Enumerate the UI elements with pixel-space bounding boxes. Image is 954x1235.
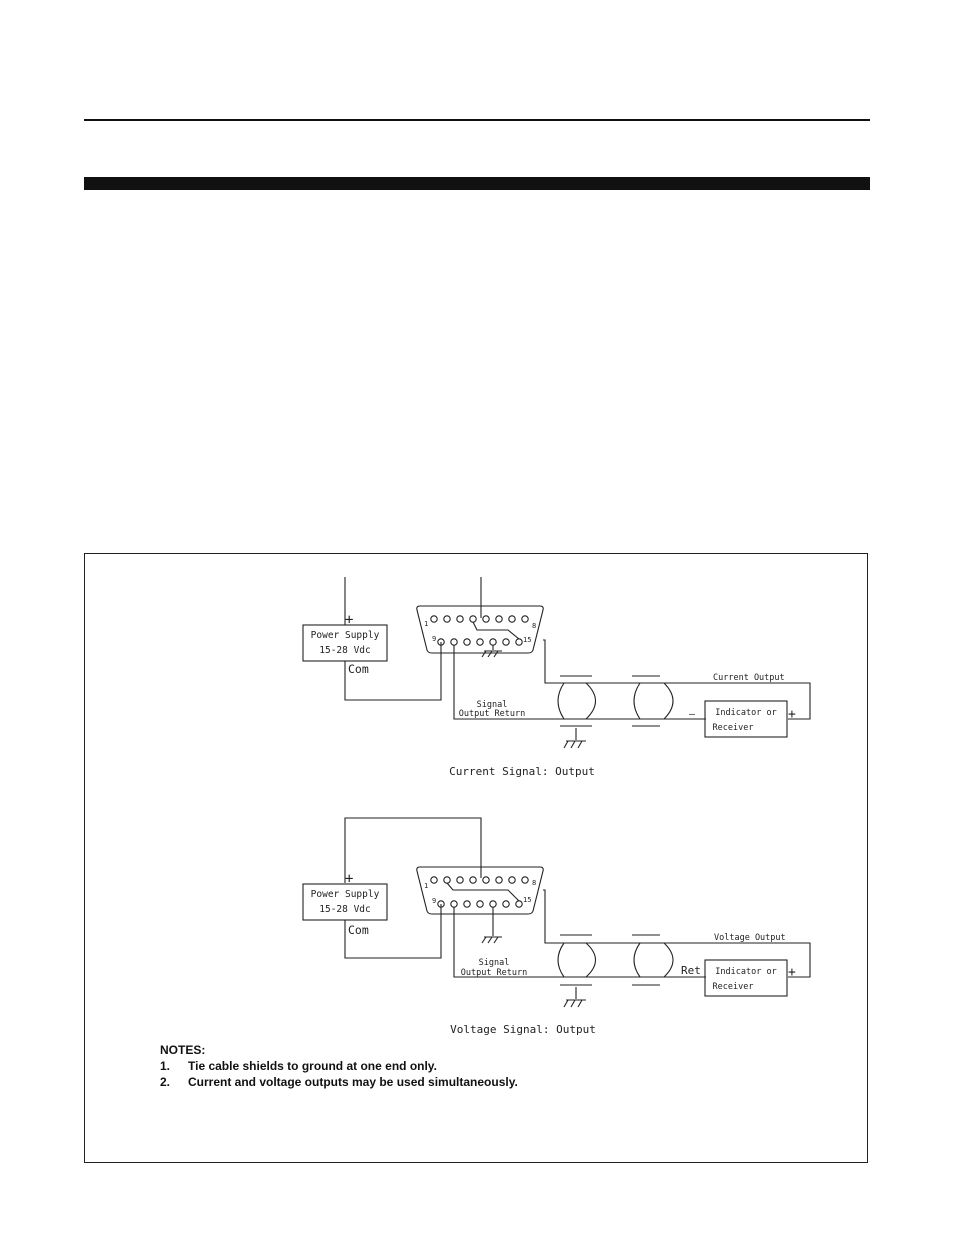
indicator-plus-voltage: + (788, 965, 796, 980)
indicator-plus-current: + (788, 707, 796, 722)
connector-pins-bottom-voltage (437, 900, 523, 908)
notes-heading: NOTES: (160, 1043, 206, 1057)
cable-shield-voltage (557, 934, 674, 986)
header-rule-thin (84, 119, 870, 121)
pin-label-9-current: 9 (432, 635, 436, 643)
indicator-label-line2-current: Receiver (713, 723, 754, 733)
output-label-voltage: Voltage Output (714, 933, 786, 943)
indicator-label-line1-voltage: Indicator or (715, 967, 776, 977)
connector-pins-top-voltage (430, 876, 529, 884)
pin-label-9-voltage: 9 (432, 897, 436, 905)
supply-label-line1-current: Power Supply (311, 630, 380, 641)
caption-voltage: Voltage Signal: Output (450, 1023, 596, 1036)
connector-ground-symbol-voltage (481, 907, 502, 944)
connector-pins-bottom-current (437, 638, 523, 646)
current-diagram (302, 577, 811, 749)
figure-frame (84, 553, 868, 1163)
pin-label-8-voltage: 8 (532, 879, 536, 887)
note-number: 1. (160, 1059, 171, 1073)
shield-ground-symbol-current (563, 728, 586, 749)
connector-shell-current (416, 605, 544, 654)
pin-label-15-current: 15 (523, 636, 531, 644)
note-number: 2. (160, 1075, 171, 1089)
supply-label-line2-voltage: 15-28 Vdc (319, 904, 370, 915)
pin-label-8-current: 8 (532, 622, 536, 630)
supply-plus-voltage: + (345, 871, 353, 887)
connector-shell-voltage (416, 866, 544, 915)
return-label-line1-current: Signal (477, 700, 508, 710)
pin-label-1-voltage: 1 (424, 882, 428, 890)
return-label-line2-voltage: Output Return (461, 968, 528, 978)
voltage-diagram (302, 817, 811, 1008)
pin-label-1-current: 1 (424, 620, 428, 628)
indicator-minus-current: — (689, 709, 696, 720)
supply-label-line2-current: 15-28 Vdc (319, 645, 370, 656)
indicator-label-line2-voltage: Receiver (713, 982, 754, 992)
note-text: Tie cable shields to ground at one end o… (188, 1059, 437, 1073)
output-label-current: Current Output (713, 673, 785, 683)
note-text: Current and voltage outputs may be used … (188, 1075, 518, 1089)
caption-current: Current Signal: Output (449, 765, 595, 778)
connector-pins-top-current (430, 615, 529, 623)
cable-shield-current (557, 675, 674, 727)
note-item: 2. Current and voltage outputs may be us… (160, 1074, 518, 1090)
supply-label-line1-voltage: Power Supply (311, 889, 380, 900)
shield-ground-symbol-voltage (563, 987, 586, 1008)
header-rule-thick (84, 177, 870, 190)
notes-block: NOTES: 1. Tie cable shields to ground at… (160, 1042, 518, 1090)
pin-label-15-voltage: 15 (523, 896, 531, 904)
supply-plus-current: + (345, 612, 353, 628)
indicator-label-line1-current: Indicator or (715, 708, 776, 718)
supply-com-voltage: Com (348, 923, 369, 937)
return-label-line1-voltage: Signal (479, 958, 510, 968)
indicator-box-current (704, 700, 788, 738)
supply-com-current: Com (348, 662, 369, 676)
indicator-ret-voltage: Ret (681, 964, 701, 977)
return-label-line2-current: Output Return (459, 709, 526, 719)
connector-ground-symbol-current (481, 645, 502, 658)
note-item: 1. Tie cable shields to ground at one en… (160, 1058, 518, 1074)
indicator-box-voltage (704, 959, 788, 997)
